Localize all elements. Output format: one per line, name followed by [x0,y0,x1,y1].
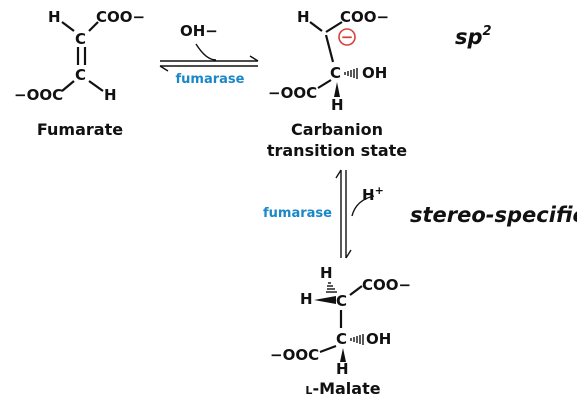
malate-ooc: −OOC [270,346,319,364]
carbanion-bond-h-c [309,21,323,32]
malate-solid-wedge-left [314,296,336,304]
fumarate-label: Fumarate [37,120,123,139]
equilibrium-arrow-vertical: H+ fumarase [263,169,384,259]
fumarate-h-bottom: H [104,86,117,104]
proton-curved-arrow [351,195,375,217]
malate-solid-wedge-h [340,348,346,362]
fumarate-c-lower: C [75,66,86,84]
reverse-vertical-head [335,169,342,179]
malate-coo: COO− [362,276,411,294]
forward-arrow-head [249,55,259,62]
carbanion-bond-c-ooc [317,79,332,89]
carbanion-oh: OH [362,64,387,82]
fumarate-bond-h-c [61,21,75,32]
carbanion-c-lower: C [330,64,341,82]
hydroxide-curved-arrow [195,43,217,61]
malate-oh: OH [366,330,391,348]
carbanion-h-bottom: H [331,96,344,114]
fumarate-h-top: H [48,8,61,26]
malate-bond-c-coo [349,285,363,296]
fumarase-label-bottom: fumarase [263,206,332,221]
fumarate-c-upper: C [75,30,86,48]
carbanion-ooc: −OOC [268,84,317,102]
proton-label: H+ [362,184,384,204]
equilibrium-arrow-horizontal: OH− fumarase [159,22,259,87]
stereo-specific-annotation: stereo-specific [410,203,577,227]
fumarate-structure: H C COO− C −OOC H [14,8,145,104]
malate-c-upper: C [336,292,347,310]
malate-structure: H H C COO− C OH −OOC H [270,264,411,378]
carbanion-bond-c-c [324,34,335,63]
malate-hashed-wedge-oh [350,334,364,345]
malate-h-bottom: H [336,360,349,378]
malate-bond-c-ooc [319,344,337,354]
fumarate-bond-c-ooc [61,80,75,92]
carbanion-label-line1: Carbanion [291,120,383,139]
carbanion-structure: H COO− − C OH −OOC H [268,8,389,114]
carbanion-coo-top: COO− [340,8,389,26]
carbanion-hashed-wedge-oh [344,68,358,79]
reverse-arrow-head [159,65,169,72]
forward-vertical-head [345,249,352,259]
malate-c-lower: C [336,330,347,348]
hydroxide-label: OH− [180,22,218,40]
carbanion-bond-c-coo [325,21,343,33]
sp2-annotation: sp2 [455,24,492,49]
fumarate-bond-c-coo [88,21,99,32]
malate-hashed-wedge-top [326,282,337,293]
carbanion-label-line2: transition state [267,141,407,160]
malate-h-top: H [320,264,333,282]
malate-h-left: H [300,290,313,308]
fumarate-coo-top: COO− [96,8,145,26]
carbanion-solid-wedge-h [334,82,340,97]
fumarate-ooc-bottom: −OOC [14,86,63,104]
carbanion-charge: − [341,28,354,46]
fumarate-bond-c-h [88,80,104,92]
carbanion-charge-circle [338,28,356,46]
fumarase-label-top: fumarase [176,72,245,87]
malate-label: L-Malate [305,379,380,398]
carbanion-h-top: H [297,8,310,26]
